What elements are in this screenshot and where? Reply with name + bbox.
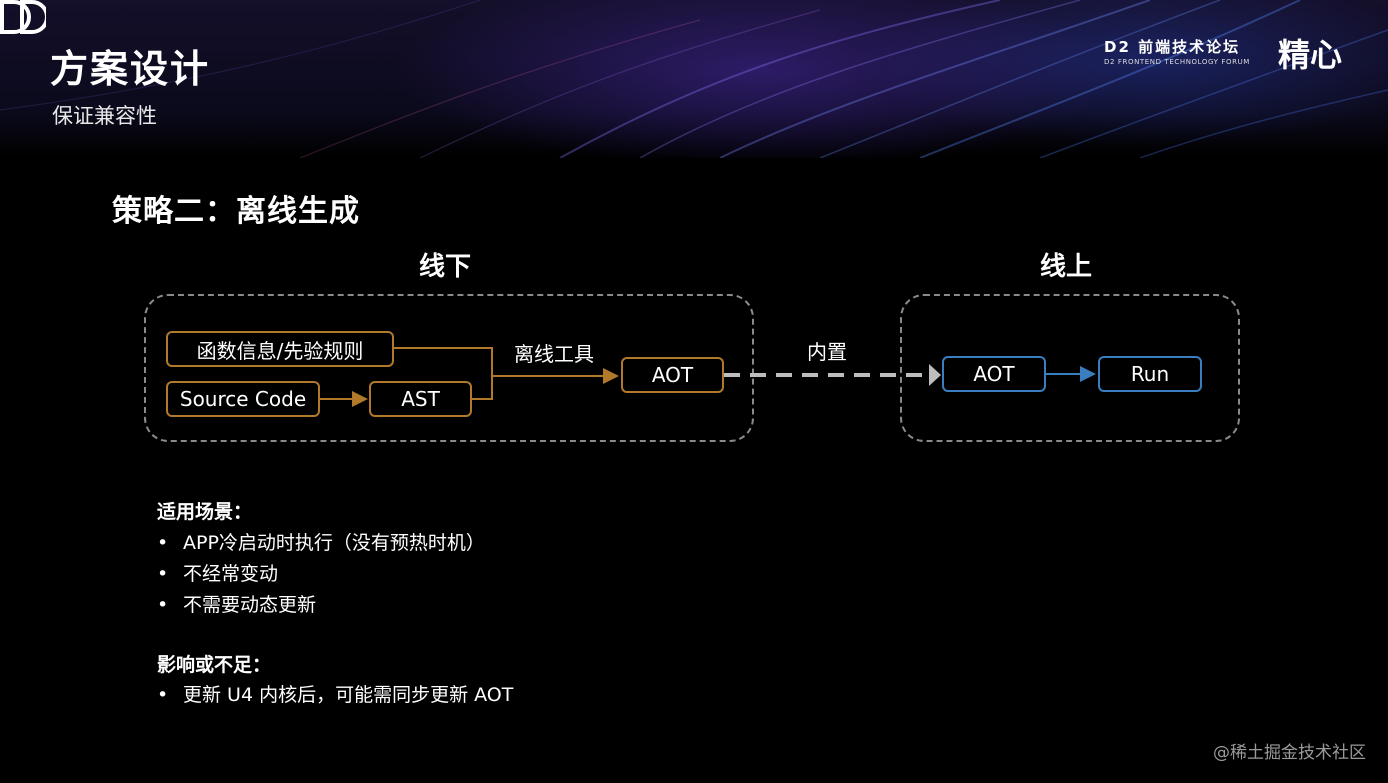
offline-group-box: [144, 294, 754, 442]
scenario-text: APP冷启动时执行（没有预热时机）: [183, 532, 485, 554]
node-run: Run: [1098, 356, 1202, 392]
page-title: 方案设计: [50, 47, 211, 91]
online-label: 线上: [1040, 252, 1093, 282]
bullet-icon: •: [157, 684, 169, 706]
impact-heading: 影响或不足：: [157, 654, 272, 676]
logo-text: D2 前端技术论坛: [1104, 38, 1241, 56]
impact-text: 更新 U4 内核后，可能需同步更新 AOT: [183, 684, 514, 706]
logo-script: 精心: [1278, 36, 1343, 74]
edge-ast-merge: [472, 376, 493, 400]
node-source-code: Source Code: [166, 381, 320, 417]
node-function-info: 函数信息/先验规则: [166, 331, 394, 367]
scenario-item: • 不需要动态更新: [157, 590, 316, 617]
header-banner: 方案设计 保证兼容性 D2 前端技术论坛 D2 FRONTEND TECHNOL…: [0, 0, 1388, 158]
edge-funcinfo-merge: [394, 347, 493, 376]
scenario-text: 不经常变动: [183, 563, 279, 585]
node-ast: AST: [369, 381, 472, 417]
edge-label-builtin: 内置: [807, 340, 847, 364]
bullet-icon: •: [157, 563, 169, 585]
page-subtitle: 保证兼容性: [52, 104, 157, 128]
watermark: @稀土掘金技术社区: [1213, 743, 1366, 763]
node-aot-online: AOT: [942, 356, 1046, 392]
section-title: 策略二：离线生成: [112, 194, 360, 229]
offline-label: 线下: [419, 252, 472, 282]
online-group-box: [900, 294, 1240, 442]
scenario-item: • 不经常变动: [157, 559, 278, 586]
builtin-arrowhead-icon: [929, 364, 941, 386]
scenario-text: 不需要动态更新: [183, 594, 317, 616]
node-aot-offline: AOT: [621, 357, 724, 393]
banner-streaks: [0, 0, 1388, 158]
bullet-icon: •: [157, 532, 169, 554]
logo-subtext: D2 FRONTEND TECHNOLOGY FORUM: [1104, 58, 1250, 66]
d2-logo-icon: [0, 0, 46, 34]
scenario-item: • APP冷启动时执行（没有预热时机）: [157, 528, 485, 555]
edge-label-offline-tool: 离线工具: [514, 342, 594, 366]
bullet-icon: •: [157, 594, 169, 616]
impact-item: • 更新 U4 内核后，可能需同步更新 AOT: [157, 680, 513, 707]
scenarios-heading: 适用场景：: [157, 501, 253, 523]
